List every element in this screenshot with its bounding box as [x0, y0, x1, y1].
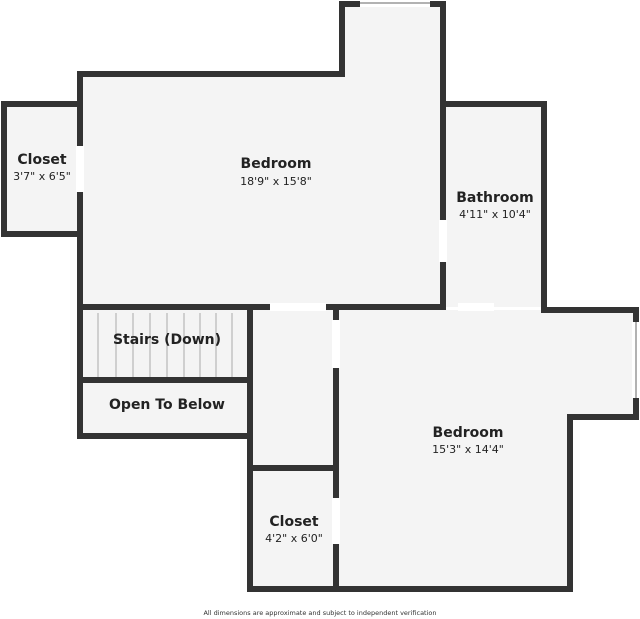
- bathroom-floor: [443, 104, 544, 307]
- bedroom-door: [332, 320, 340, 368]
- bathroom-bedroom-door: [458, 303, 494, 311]
- stair-treads: [97, 313, 233, 377]
- hall-door: [270, 303, 326, 311]
- main-bedroom-floor: [80, 4, 443, 307]
- bathroom-door: [439, 220, 447, 262]
- second-bedroom-dims: 15'3" x 14'4": [432, 443, 504, 456]
- stairs-floor: [80, 310, 250, 380]
- bottom-closet-dims: 4'2" x 6'0": [265, 532, 323, 545]
- hallway-floor: [250, 310, 336, 467]
- bottom-closet-name: Closet: [269, 514, 319, 530]
- left-closet-wall: [1, 101, 83, 237]
- open-below-floor: [80, 380, 250, 436]
- open-below-label: Open To Below: [109, 397, 225, 413]
- left-closet-floor: [4, 104, 80, 234]
- bottom-closet-floor: [250, 468, 336, 589]
- stairs-label: Stairs (Down): [113, 332, 221, 348]
- second-bedroom-floor: [336, 310, 636, 589]
- window-lines: [360, 2, 637, 398]
- left-closet-dims: 3'7" x 6'5": [13, 170, 71, 183]
- bathroom-name: Bathroom: [456, 190, 534, 206]
- second-bedroom-name: Bedroom: [433, 425, 504, 441]
- disclaimer-text: All dimensions are approximate and subje…: [203, 609, 437, 617]
- closet-bottom-door: [332, 498, 340, 544]
- left-closet-name: Closet: [17, 152, 67, 168]
- left-closet-door: [76, 146, 84, 192]
- bathroom-dims: 4'11" x 10'4": [459, 208, 531, 221]
- main-bedroom-name: Bedroom: [241, 156, 312, 172]
- bathroom-wall: [440, 101, 547, 310]
- main-bedroom-dims: 18'9" x 15'8": [240, 175, 312, 188]
- floor-areas: [4, 4, 636, 589]
